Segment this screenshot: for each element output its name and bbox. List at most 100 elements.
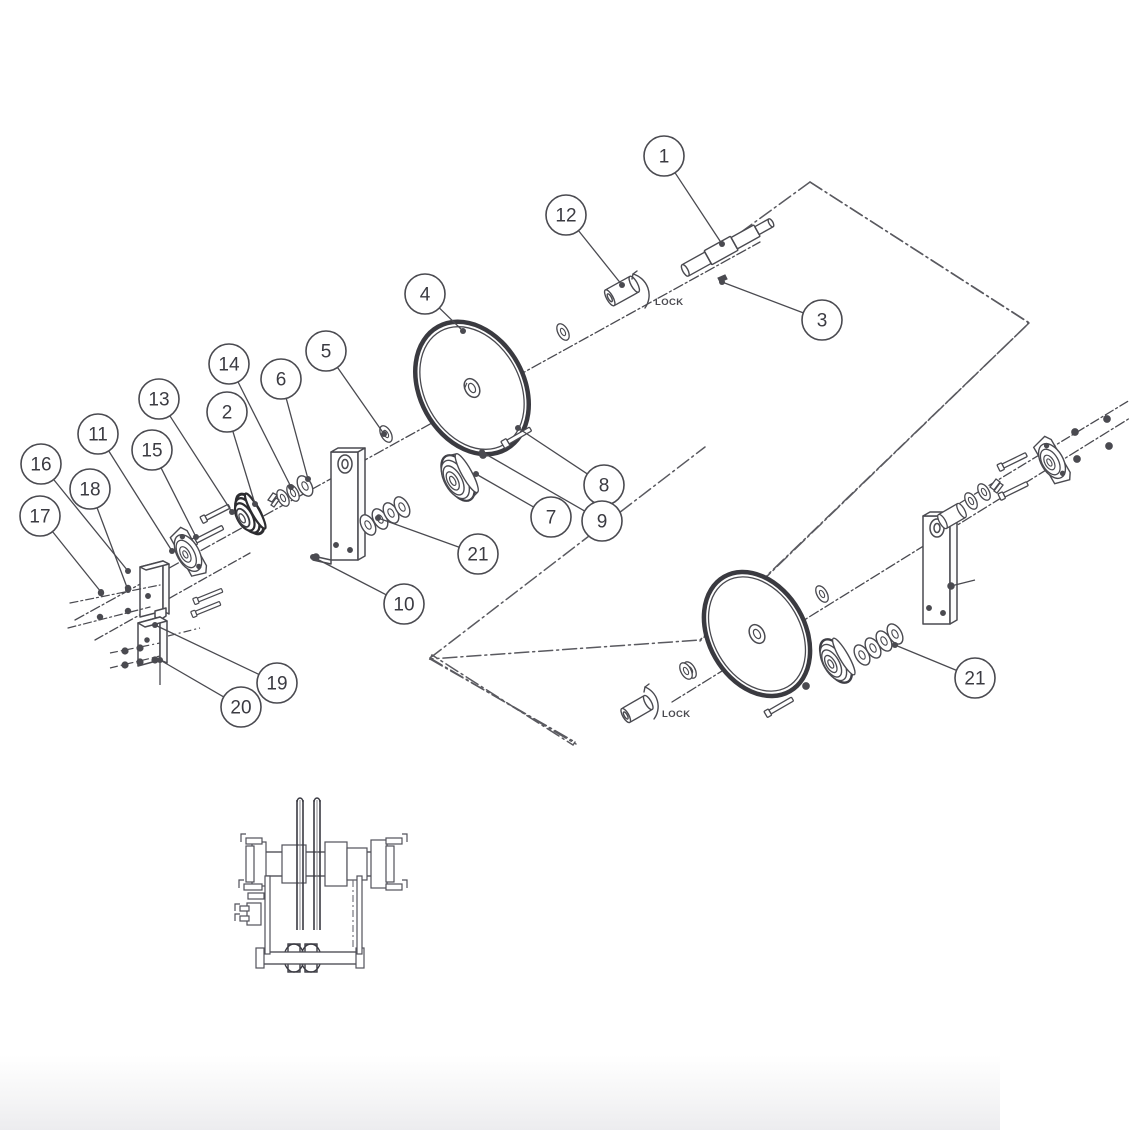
callout-balloon-13[interactable]: 13 xyxy=(138,378,235,515)
callout-circle[interactable] xyxy=(260,358,302,400)
callout-circle[interactable] xyxy=(77,413,119,455)
callout-number: 11 xyxy=(88,425,108,446)
callout-number: 4 xyxy=(420,285,431,306)
callout-circle[interactable] xyxy=(581,500,623,542)
callout-balloon-18[interactable]: 18 xyxy=(69,468,131,593)
callout-leader-line xyxy=(96,507,129,591)
callout-circle[interactable] xyxy=(20,443,62,485)
callout-balloon-15[interactable]: 15 xyxy=(131,429,199,540)
lock-label-left: LOCK xyxy=(655,297,684,308)
callout-leader-line xyxy=(517,427,588,475)
callout-balloon-5[interactable]: 5 xyxy=(305,330,387,437)
assembled-elevation-view xyxy=(234,797,408,973)
callout-leader-dot xyxy=(157,657,163,663)
callout-balloon-8[interactable]: 8 xyxy=(515,425,625,506)
callout-balloon-12[interactable]: 12 xyxy=(545,194,625,288)
part-key-right xyxy=(989,478,1004,494)
callout-balloon-10[interactable]: 10 xyxy=(310,554,425,625)
callout-number: 2 xyxy=(222,403,233,424)
callout-circle[interactable] xyxy=(457,533,499,575)
callout-circle[interactable] xyxy=(545,194,587,236)
lock-label-right: LOCK xyxy=(662,709,691,720)
callout-leader-line xyxy=(232,430,256,505)
callout-number: 14 xyxy=(218,355,240,376)
callout-leader-dot xyxy=(375,515,381,521)
callout-balloon-21[interactable]: 21 xyxy=(892,642,996,699)
callout-circle[interactable] xyxy=(530,496,572,538)
callout-balloon-6[interactable]: 6 xyxy=(260,358,311,482)
callout-leader-dot xyxy=(310,554,316,560)
callout-circle[interactable] xyxy=(801,299,843,341)
callout-balloon-19[interactable]: 19 xyxy=(152,622,298,704)
callout-balloon-1[interactable]: 1 xyxy=(643,135,725,247)
callout-leader-line xyxy=(894,644,957,671)
part-large-pulley-right xyxy=(701,569,813,699)
callout-balloon-17[interactable]: 17 xyxy=(19,495,104,595)
callout-circle[interactable] xyxy=(256,662,298,704)
callout-leader-line xyxy=(108,450,173,552)
callout-circle[interactable] xyxy=(206,391,248,433)
callout-number: 5 xyxy=(321,342,332,363)
callout-circle[interactable] xyxy=(138,378,180,420)
callout-circle[interactable] xyxy=(305,330,347,372)
callout-leader-dot xyxy=(719,279,725,285)
callout-balloon-11[interactable]: 11 xyxy=(77,413,175,554)
callout-leader-dot xyxy=(460,328,466,334)
part-key-14 xyxy=(267,492,280,508)
callout-balloon-21[interactable]: 21 xyxy=(375,515,499,575)
callout-leader-dot xyxy=(381,431,387,437)
callout-circle[interactable] xyxy=(383,583,425,625)
callout-leader-dot xyxy=(229,509,235,515)
callout-leader-dot xyxy=(125,568,131,574)
callout-number: 21 xyxy=(467,545,488,566)
callout-leader-dot xyxy=(252,501,258,507)
part-large-pulley-4 xyxy=(413,319,531,457)
part-bracket-plate-right xyxy=(922,511,976,625)
callout-leader-dot xyxy=(515,425,521,431)
callout-circle[interactable] xyxy=(131,429,173,471)
callout-number: 15 xyxy=(141,441,162,462)
callout-leader-dot xyxy=(719,241,725,247)
callout-leader-dot xyxy=(892,642,898,648)
callout-leader-dot xyxy=(619,282,625,288)
callout-circle[interactable] xyxy=(643,135,685,177)
callout-leader-line xyxy=(336,367,385,435)
callout-balloon-7[interactable]: 7 xyxy=(473,471,572,538)
callout-number: 1 xyxy=(659,147,670,168)
callout-balloon-3[interactable]: 3 xyxy=(719,279,843,341)
callout-number: 20 xyxy=(230,698,251,719)
callout-circle[interactable] xyxy=(208,343,250,385)
callout-circle[interactable] xyxy=(19,495,61,537)
callout-circle[interactable] xyxy=(404,273,446,315)
part-flange-bearing-right xyxy=(1032,435,1071,485)
lock-rotation-arrow-left xyxy=(631,270,650,309)
callout-leader-dot xyxy=(125,587,131,593)
callout-balloon-2[interactable]: 2 xyxy=(206,391,258,507)
callout-balloon-9[interactable]: 9 xyxy=(479,449,623,542)
callout-balloon-4[interactable]: 4 xyxy=(404,273,466,334)
callout-leader-line xyxy=(312,556,387,596)
callout-circle[interactable] xyxy=(954,657,996,699)
callout-leader-dot xyxy=(98,589,104,595)
callout-leader-line xyxy=(169,415,233,513)
part-bolts-right-bearing xyxy=(996,415,1113,501)
callout-circle[interactable] xyxy=(69,468,111,510)
callout-balloon-14[interactable]: 14 xyxy=(208,343,294,490)
lock-rotation-arrow-right xyxy=(643,683,659,720)
callout-number: 7 xyxy=(546,508,557,529)
callout-number: 19 xyxy=(266,674,287,695)
callout-circle[interactable] xyxy=(220,686,262,728)
callout-number: 9 xyxy=(597,512,608,533)
callout-number: 21 xyxy=(964,669,985,690)
callout-leader-dot xyxy=(193,534,199,540)
part-bracket-plate-10 xyxy=(312,447,366,565)
part-dark-pulley-2 xyxy=(233,492,267,536)
callout-leader-line xyxy=(577,230,623,286)
callout-leader-line xyxy=(159,659,225,698)
callout-balloon-20[interactable]: 20 xyxy=(157,657,262,728)
callout-leader-dot xyxy=(473,471,479,477)
callout-leader-line xyxy=(481,451,585,512)
part-spacers-right xyxy=(937,481,994,530)
